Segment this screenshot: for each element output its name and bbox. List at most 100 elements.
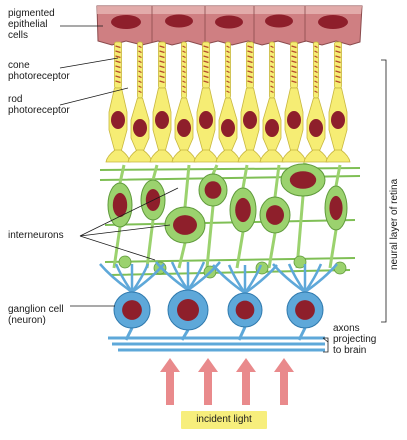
synaptic-terminal xyxy=(149,149,175,163)
disc xyxy=(138,60,142,64)
ganglion-cell xyxy=(212,264,278,341)
synaptic-terminal xyxy=(281,149,307,163)
disc xyxy=(291,55,297,59)
rod-photoreceptor xyxy=(259,41,285,163)
ganglion-cell-label: ganglion cell (neuron) xyxy=(8,304,64,326)
dendrite xyxy=(151,164,159,181)
interneuron-cell xyxy=(259,164,291,269)
rod-photoreceptor xyxy=(171,41,197,163)
ganglion-cell xyxy=(99,263,165,341)
disc xyxy=(138,90,142,94)
axon xyxy=(205,205,215,269)
disc xyxy=(247,60,253,64)
disc xyxy=(291,80,297,84)
synaptic-terminal xyxy=(105,149,131,163)
synaptic-terminal xyxy=(325,149,351,163)
disc xyxy=(270,50,274,54)
disc xyxy=(115,70,121,74)
disc xyxy=(226,45,230,49)
disc xyxy=(138,55,142,59)
ganglion-dendrite xyxy=(187,261,221,292)
disc xyxy=(270,55,274,59)
incident-light-arrows xyxy=(160,358,294,405)
rod-photoreceptor-label: rod photoreceptor xyxy=(8,94,70,116)
disc xyxy=(247,70,253,74)
disc xyxy=(247,80,253,84)
interneuron-network xyxy=(99,167,361,276)
disc xyxy=(270,80,274,84)
disc xyxy=(182,85,186,89)
interneuron-cell xyxy=(140,164,166,269)
disc xyxy=(226,80,230,84)
ganglion-dendrite xyxy=(303,263,323,293)
disc xyxy=(159,80,165,84)
disc xyxy=(182,70,186,74)
dendrite xyxy=(241,164,249,189)
disc xyxy=(314,70,318,74)
disc xyxy=(159,65,165,69)
synaptic-terminal xyxy=(237,149,263,163)
disc xyxy=(335,65,341,69)
disc xyxy=(159,45,165,49)
disc xyxy=(226,55,230,59)
disc xyxy=(335,80,341,84)
disc xyxy=(291,75,297,79)
disc xyxy=(247,65,253,69)
rod-photoreceptor xyxy=(303,41,329,163)
disc xyxy=(291,70,297,74)
axons-label: axons projecting to brain xyxy=(333,323,377,356)
dendrite xyxy=(183,164,191,208)
disc xyxy=(115,60,121,64)
leader-lines xyxy=(59,25,387,353)
disc xyxy=(203,80,209,84)
disc xyxy=(226,60,230,64)
rod-photoreceptor xyxy=(215,41,241,163)
photoreceptor-nucleus xyxy=(265,119,279,137)
cone-photoreceptor xyxy=(149,41,175,163)
ganglion-dendrite xyxy=(304,263,338,294)
disc xyxy=(314,55,318,59)
ganglion-dendrite xyxy=(131,263,165,294)
light-arrow xyxy=(198,358,218,405)
ganglion-nucleus xyxy=(295,300,315,320)
pigmented-epithelial-label: pigmented epithelial cells xyxy=(8,8,55,41)
disc xyxy=(226,75,230,79)
interneuron-nucleus xyxy=(329,195,343,221)
incident-light-caption: incident light xyxy=(181,411,267,429)
ganglion-dendrite xyxy=(212,264,246,295)
dendrite xyxy=(273,164,281,198)
interneurons-label: interneurons xyxy=(8,230,64,241)
disc xyxy=(335,60,341,64)
disc xyxy=(159,70,165,74)
disc xyxy=(182,65,186,69)
amacrine-cell xyxy=(293,255,307,269)
disc xyxy=(314,90,318,94)
photoreceptor-layer xyxy=(105,41,351,163)
disc xyxy=(182,50,186,54)
disc xyxy=(247,55,253,59)
disc xyxy=(335,75,341,79)
disc xyxy=(291,50,297,54)
ganglion-dendrite xyxy=(186,261,206,291)
disc xyxy=(203,50,209,54)
disc xyxy=(115,65,121,69)
synaptic-terminal xyxy=(259,149,285,163)
axon xyxy=(235,231,245,269)
disc xyxy=(335,55,341,59)
disc xyxy=(247,50,253,54)
cone-photoreceptor xyxy=(325,41,351,163)
disc xyxy=(314,75,318,79)
disc xyxy=(314,60,318,64)
ganglion-dendrite xyxy=(243,264,263,294)
outer-segment xyxy=(269,41,275,99)
ganglion-nucleus xyxy=(122,300,142,320)
synaptic-terminal xyxy=(303,149,329,163)
disc xyxy=(314,85,318,89)
ganglion-dendrite xyxy=(114,263,134,293)
disc xyxy=(138,75,142,79)
disc xyxy=(335,70,341,74)
light-arrow xyxy=(160,358,180,405)
outer-segment xyxy=(181,41,187,99)
interneuron-nucleus xyxy=(289,171,317,189)
